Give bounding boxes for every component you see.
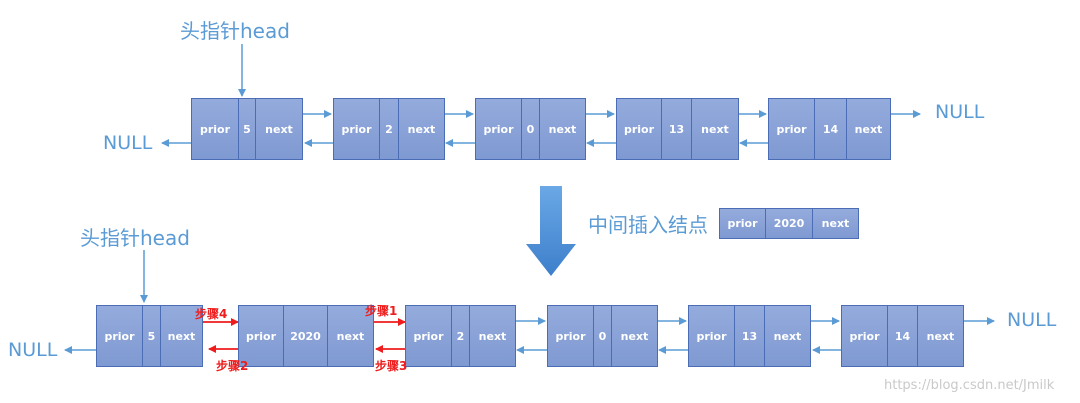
next-cell: next — [540, 98, 586, 160]
data-cell: 2 — [452, 305, 470, 367]
top-null-right: NULL — [935, 101, 985, 123]
bottom-node-14: prior 14 next — [841, 305, 964, 367]
next-cell: next — [765, 305, 811, 367]
data-cell: 13 — [735, 305, 765, 367]
next-cell: next — [918, 305, 964, 367]
prior-cell: prior — [475, 98, 522, 160]
prior-cell: prior — [616, 98, 662, 160]
data-cell: 2020 — [284, 305, 328, 367]
next-cell: next — [847, 98, 891, 160]
next-cell: next — [328, 305, 374, 367]
insert-node-2020: prior 2020 next — [719, 208, 859, 239]
top-node-13: prior 13 next — [616, 98, 739, 160]
bottom-node-5: prior 5 next — [96, 305, 203, 367]
next-cell: next — [612, 305, 658, 367]
step3-label: 步骤3 — [375, 359, 408, 373]
next-cell: next — [399, 98, 445, 160]
data-cell: 14 — [888, 305, 918, 367]
top-node-5: prior 5 next — [191, 98, 303, 160]
step4-label: 步骤4 — [195, 307, 228, 321]
next-cell: next — [470, 305, 516, 367]
watermark: https://blog.csdn.net/Jmilk — [884, 378, 1055, 393]
prior-cell: prior — [333, 98, 380, 160]
data-cell: 2020 — [766, 208, 813, 239]
data-cell: 5 — [239, 98, 256, 160]
step2-label: 步骤2 — [216, 359, 249, 373]
top-node-2: prior 2 next — [333, 98, 445, 160]
next-cell: next — [256, 98, 303, 160]
prior-cell: prior — [238, 305, 284, 367]
next-cell: next — [692, 98, 739, 160]
transition-down-arrow — [526, 186, 576, 276]
data-cell: 0 — [594, 305, 612, 367]
prior-cell: prior — [719, 208, 766, 239]
next-cell: next — [161, 305, 203, 367]
prior-cell: prior — [688, 305, 735, 367]
prior-cell: prior — [191, 98, 239, 160]
prior-cell: prior — [96, 305, 143, 367]
next-cell: next — [813, 208, 859, 239]
top-node-0: prior 0 next — [475, 98, 586, 160]
bottom-node-2020: prior 2020 next — [238, 305, 374, 367]
data-cell: 0 — [522, 98, 540, 160]
step1-label: 步骤1 — [365, 304, 398, 318]
prior-cell: prior — [841, 305, 888, 367]
bottom-node-2: prior 2 next — [405, 305, 516, 367]
data-cell: 13 — [662, 98, 692, 160]
top-null-left: NULL — [103, 132, 153, 154]
data-cell: 2 — [380, 98, 399, 160]
data-cell: 14 — [815, 98, 847, 160]
top-node-14: prior 14 next — [768, 98, 891, 160]
top-head-label: 头指针head — [180, 19, 290, 43]
prior-cell: prior — [405, 305, 452, 367]
bottom-null-left: NULL — [8, 339, 58, 361]
bottom-null-right: NULL — [1007, 309, 1057, 331]
data-cell: 5 — [143, 305, 161, 367]
insert-caption: 中间插入结点 — [588, 213, 708, 237]
prior-cell: prior — [768, 98, 815, 160]
prior-cell: prior — [547, 305, 594, 367]
bottom-node-13: prior 13 next — [688, 305, 811, 367]
bottom-node-0: prior 0 next — [547, 305, 658, 367]
bottom-head-label: 头指针head — [80, 226, 190, 250]
